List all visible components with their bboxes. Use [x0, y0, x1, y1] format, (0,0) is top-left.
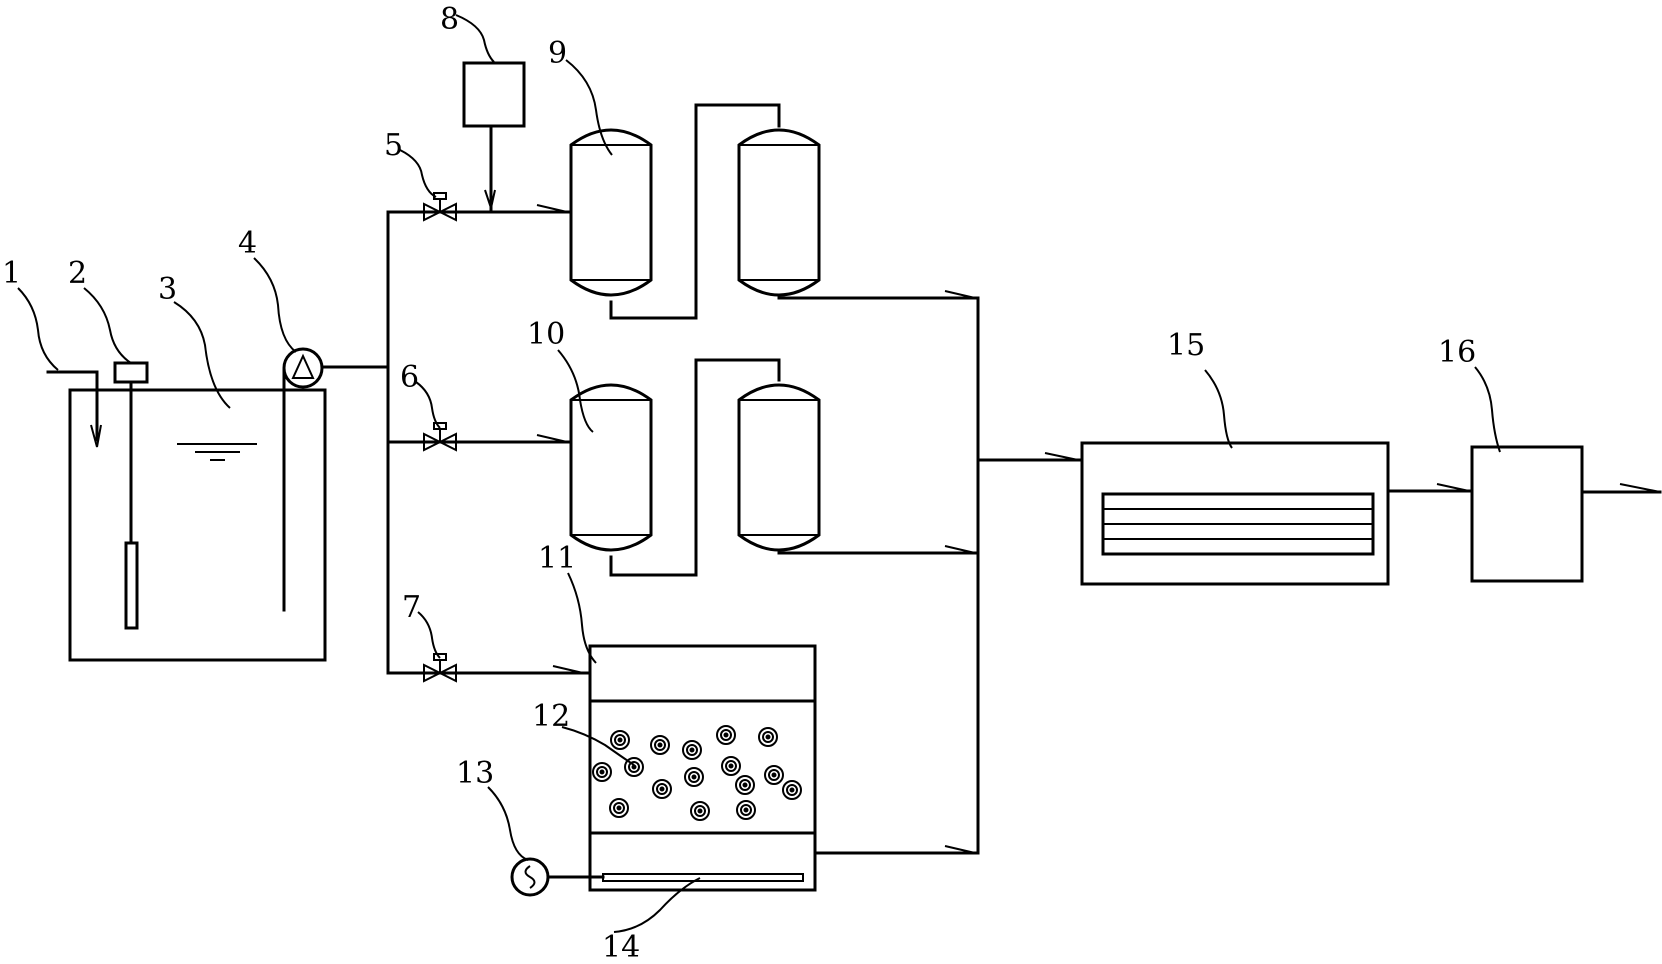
label-6: 6: [400, 360, 419, 395]
media-ball: [592, 762, 612, 782]
media-ball: [716, 725, 736, 745]
column-pair-upper: [569, 103, 980, 320]
valve-6: [423, 422, 457, 452]
filter-media-balls: [592, 725, 802, 821]
dosing-unit: [462, 61, 526, 214]
valve-7: [423, 653, 457, 683]
packed-reactor: [588, 644, 980, 892]
media-ball: [736, 800, 756, 820]
media-ball: [782, 780, 802, 800]
distribution-header: [320, 204, 592, 675]
label-12: 12: [532, 699, 570, 734]
label-7: 7: [402, 590, 421, 625]
label-9: 9: [548, 36, 567, 71]
component-labels: 1 2 3 4 5 6 7 8 9 10 11 12 13 14 15 16: [2, 2, 1476, 964]
media-ball: [764, 765, 784, 785]
label-3: 3: [158, 272, 177, 307]
label-5: 5: [384, 128, 403, 163]
label-15: 15: [1167, 328, 1205, 363]
media-ball: [721, 756, 741, 776]
label-8: 8: [440, 2, 459, 37]
label-13: 13: [456, 756, 494, 791]
filter-unit: [1080, 441, 1474, 586]
label-1: 1: [2, 256, 21, 291]
air-blower: [510, 857, 605, 897]
media-ball: [735, 775, 755, 795]
media-ball: [610, 730, 630, 750]
label-10: 10: [527, 317, 565, 352]
media-ball: [650, 735, 670, 755]
pump: [282, 347, 324, 612]
media-ball: [609, 798, 629, 818]
collection-pipe: [976, 296, 1084, 855]
media-ball: [652, 779, 672, 799]
label-14: 14: [602, 930, 640, 964]
media-ball: [684, 767, 704, 787]
media-ball: [682, 740, 702, 760]
label-16: 16: [1438, 335, 1476, 370]
product-tank: [1470, 445, 1662, 583]
label-2: 2: [68, 256, 87, 291]
level-sensor: [113, 361, 149, 630]
label-4: 4: [238, 226, 257, 261]
inlet-pipe: [46, 370, 102, 448]
storage-tank: [68, 388, 327, 662]
media-ball: [690, 801, 710, 821]
column-pair-middle: [569, 358, 980, 577]
label-11: 11: [538, 541, 576, 576]
leader-lines: [17, 14, 1501, 933]
media-ball: [758, 727, 778, 747]
valve-5: [423, 192, 457, 222]
